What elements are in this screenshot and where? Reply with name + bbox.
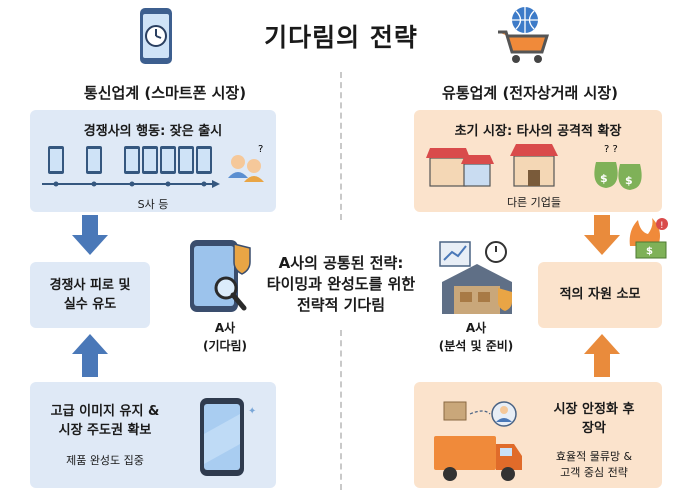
divider: [340, 72, 342, 220]
right-top-box: 초기 시장: 타사의 공격적 확장 $ $ ? ? 다른 기업들: [414, 110, 662, 212]
store-money-icon: $ $ ? ?: [426, 144, 642, 190]
right-heading: 유통업계 (전자상거래 시장): [442, 84, 618, 102]
svg-text:$: $: [600, 172, 608, 185]
svg-text:✦: ✦: [248, 406, 256, 417]
svg-text:$: $: [625, 174, 633, 187]
warehouse-chart-icon: [439, 241, 512, 314]
right-center-caption1: A사: [465, 321, 487, 335]
arrow-down-icon: [72, 215, 108, 255]
left-heading: 통신업계 (스마트폰 시장): [83, 84, 247, 102]
shopping-cart-globe-icon: [498, 7, 550, 63]
right-bottom-sub1: 효율적 물류망 &: [555, 450, 633, 463]
money-fire-icon: $ !: [629, 218, 668, 259]
left-middle-line1: 경쟁사 피로 및: [49, 278, 131, 293]
left-bottom-box: 고급 이미지 유지 & 시장 주도권 확보 제품 완성도 집중 ✦: [30, 382, 276, 488]
right-top-box-title: 초기 시장: 타사의 공격적 확장: [454, 124, 622, 139]
arrow-up-icon: [72, 334, 108, 377]
right-bottom-sub2: 고객 중심 전략: [560, 466, 628, 479]
timeline-label: S사 등: [137, 198, 169, 211]
divider: [340, 330, 342, 490]
phone-shield-magnifier-icon: [190, 240, 251, 312]
center-line3: 전략적 기다림: [296, 296, 386, 314]
arrow-up-icon: [584, 334, 620, 377]
left-center-caption2: (기다림): [202, 339, 248, 353]
delivery-truck-icon: [434, 401, 522, 481]
left-middle-box: 경쟁사 피로 및 실수 유도: [30, 262, 150, 328]
left-bottom-sub: 제품 완성도 집중: [66, 454, 144, 467]
right-bottom-line1: 시장 안정화 후: [553, 402, 635, 417]
left-top-box: 경쟁사의 행동: 잦은 출시 ? S사 등: [30, 110, 276, 212]
right-middle-label: 적의 자원 소모: [559, 287, 641, 302]
premium-phone-icon: ✦: [200, 398, 256, 476]
right-bottom-line2: 장악: [582, 421, 606, 436]
right-bottom-box: 시장 안정화 후 장악 효율적 물류망 & 고객 중심 전략: [414, 382, 662, 488]
left-bottom-line2: 시장 주도권 확보: [58, 423, 152, 438]
center-line1: A사의 공통된 전략:: [278, 254, 404, 272]
left-center-caption1: A사: [214, 321, 236, 335]
left-bottom-line1: 고급 이미지 유지 &: [50, 404, 160, 419]
left-top-box-title: 경쟁사의 행동: 잦은 출시: [83, 124, 223, 139]
svg-text:$: $: [646, 246, 653, 257]
svg-text:!: !: [660, 221, 664, 231]
page-title: 기다림의 전략: [264, 23, 418, 52]
right-center-caption2: (분석 및 준비): [438, 339, 514, 353]
left-middle-line2: 실수 유도: [63, 297, 117, 312]
svg-text:? ?: ? ?: [604, 144, 618, 155]
arrow-down-icon: [584, 215, 620, 255]
clock-phone-icon: [140, 8, 172, 64]
svg-text:?: ?: [258, 144, 263, 155]
right-middle-box: 적의 자원 소모: [538, 262, 662, 328]
center-line2: 타이밍과 완성도를 위한: [266, 275, 416, 293]
release-timeline: ?: [42, 144, 264, 188]
right-top-caption: 다른 기업들: [506, 196, 562, 209]
